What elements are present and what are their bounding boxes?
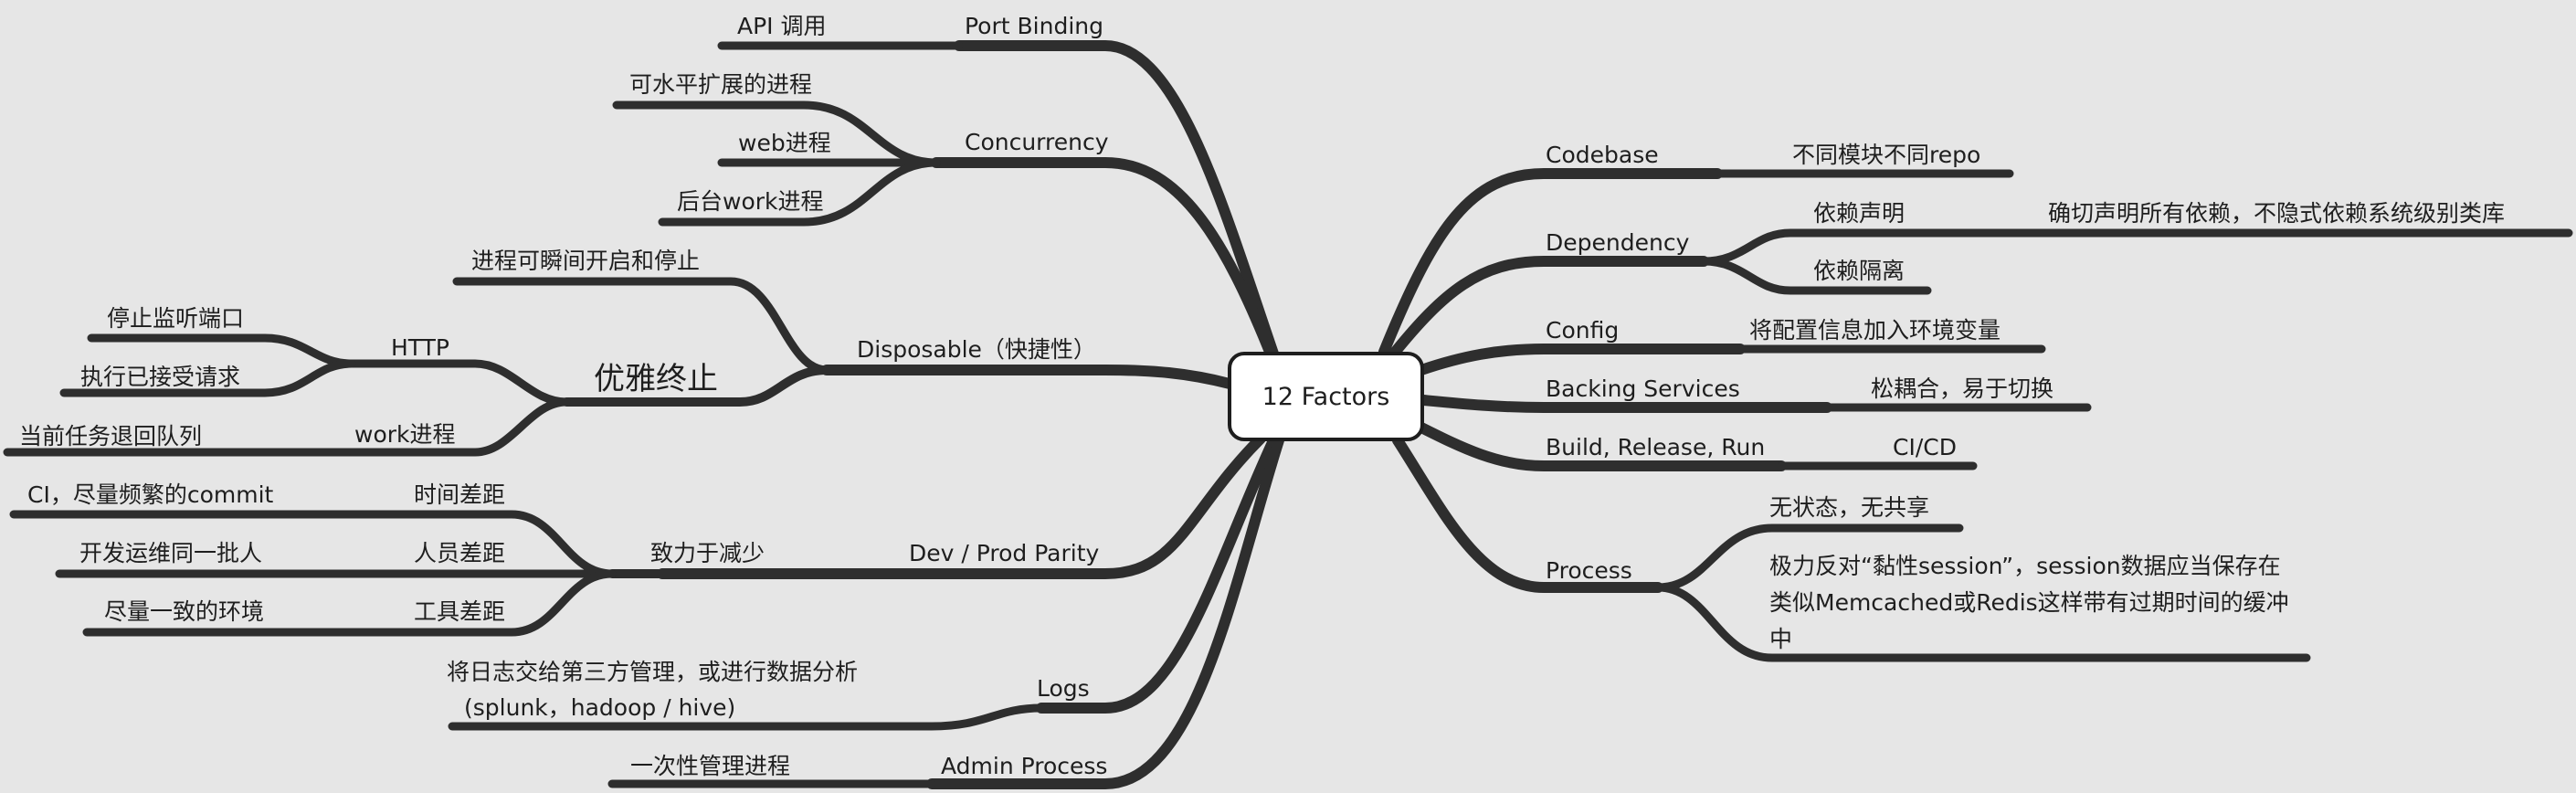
- node-dep-declare[interactable]: 依赖声明: [1813, 200, 1906, 227]
- link-concurrency: [931, 157, 1277, 362]
- node-scalable-process[interactable]: 可水平扩展的进程: [629, 71, 813, 98]
- link-work-proc: [343, 397, 571, 457]
- node-dep-isolate[interactable]: 依赖隔离: [1813, 258, 1906, 284]
- node-logs[interactable]: Logs: [1037, 675, 1090, 702]
- node-build-release-run[interactable]: Build, Release, Run: [1546, 434, 1766, 460]
- node-finish-accepted[interactable]: 执行已接受请求: [80, 364, 241, 390]
- node-config[interactable]: Config: [1546, 317, 1620, 344]
- node-process[interactable]: Process: [1546, 557, 1632, 584]
- node-stop-listening[interactable]: 停止监听端口: [107, 305, 245, 332]
- link-exec-accept: [59, 359, 356, 397]
- node-sticky-session[interactable]: 极力反对“黏性session”，session数据应当保存在类似Memcache…: [1769, 553, 2289, 652]
- link-admin: [926, 435, 1284, 789]
- node-web-process[interactable]: web进程: [738, 130, 831, 156]
- node-instant-start-stop[interactable]: 进程可瞬间开启和停止: [471, 248, 701, 274]
- link-work-bg: [658, 158, 941, 227]
- node-http[interactable]: HTTP: [391, 334, 449, 361]
- node-api-call[interactable]: API 调用: [737, 13, 827, 39]
- link-disposable: [821, 365, 1235, 389]
- node-consistent-env[interactable]: 尽量一致的环境: [104, 598, 265, 625]
- node-stateless[interactable]: 无状态，无共享: [1769, 494, 1930, 521]
- node-frequent-commit[interactable]: CI，尽量频繁的commit: [27, 481, 274, 508]
- root-label: 12 Factors: [1262, 382, 1390, 411]
- node-same-team[interactable]: 开发运维同一批人: [79, 540, 263, 566]
- node-logs-line2[interactable]: (splunk，hadoop / hive): [464, 694, 736, 721]
- link-build: [1416, 422, 1787, 471]
- node-admin-process[interactable]: Admin Process: [941, 753, 1108, 779]
- node-disposable[interactable]: Disposable（快捷性）: [857, 336, 1096, 363]
- link-port-binding: [954, 40, 1280, 362]
- node-tool-gap[interactable]: 工具差距: [414, 598, 506, 625]
- link-graceful: [562, 365, 831, 407]
- node-backing-services[interactable]: Backing Services: [1546, 375, 1740, 402]
- link-stateless: [1653, 523, 1964, 592]
- node-strive-reduce[interactable]: 致力于减少: [650, 540, 765, 566]
- node-return-to-queue[interactable]: 当前任务退回队列: [19, 423, 203, 449]
- node-dependency[interactable]: Dependency: [1546, 229, 1690, 256]
- node-explicit-declare[interactable]: 确切声明所有依赖，不隐式依赖系统级别类库: [2048, 200, 2506, 227]
- node-logs-line1[interactable]: 将日志交给第三方管理，或进行数据分析: [447, 659, 859, 685]
- node-dev-prod-parity[interactable]: Dev / Prod Parity: [909, 540, 1100, 566]
- node-time-gap[interactable]: 时间差距: [414, 481, 506, 508]
- link-config: [1416, 344, 1746, 375]
- node-one-off-admin[interactable]: 一次性管理进程: [630, 753, 791, 779]
- node-loose-coupling[interactable]: 松耦合，易于切换: [1871, 375, 2054, 402]
- link-codebase: [1378, 168, 1723, 357]
- node-work-process[interactable]: work进程: [354, 421, 456, 448]
- node-codebase[interactable]: Codebase: [1546, 142, 1659, 168]
- link-backing: [1418, 395, 1832, 413]
- node-separate-repo[interactable]: 不同模块不同repo: [1792, 142, 1981, 168]
- link-isolate: [1699, 257, 1932, 295]
- link-dev-prod: [657, 433, 1266, 579]
- link-logs-leaf: [448, 703, 1046, 731]
- link-instant: [452, 277, 831, 375]
- root-node[interactable]: 12 Factors: [1228, 352, 1424, 441]
- link-http: [347, 359, 571, 407]
- link-logs: [1036, 433, 1280, 714]
- link-sticky: [1653, 583, 2311, 662]
- node-port-binding[interactable]: Port Binding: [965, 13, 1103, 39]
- node-background-work[interactable]: 后台work进程: [677, 188, 824, 215]
- node-ci-cd[interactable]: CI/CD: [1893, 434, 1957, 460]
- link-process: [1392, 435, 1663, 593]
- link-dependency: [1388, 256, 1709, 360]
- node-concurrency[interactable]: Concurrency: [965, 129, 1109, 155]
- node-people-gap[interactable]: 人员差距: [414, 540, 506, 566]
- node-graceful-shutdown[interactable]: 优雅终止: [594, 361, 718, 397]
- link-stop-listen: [87, 333, 356, 368]
- link-tool-gap: [82, 569, 617, 637]
- node-env-vars[interactable]: 将配置信息加入环境变量: [1749, 317, 2001, 344]
